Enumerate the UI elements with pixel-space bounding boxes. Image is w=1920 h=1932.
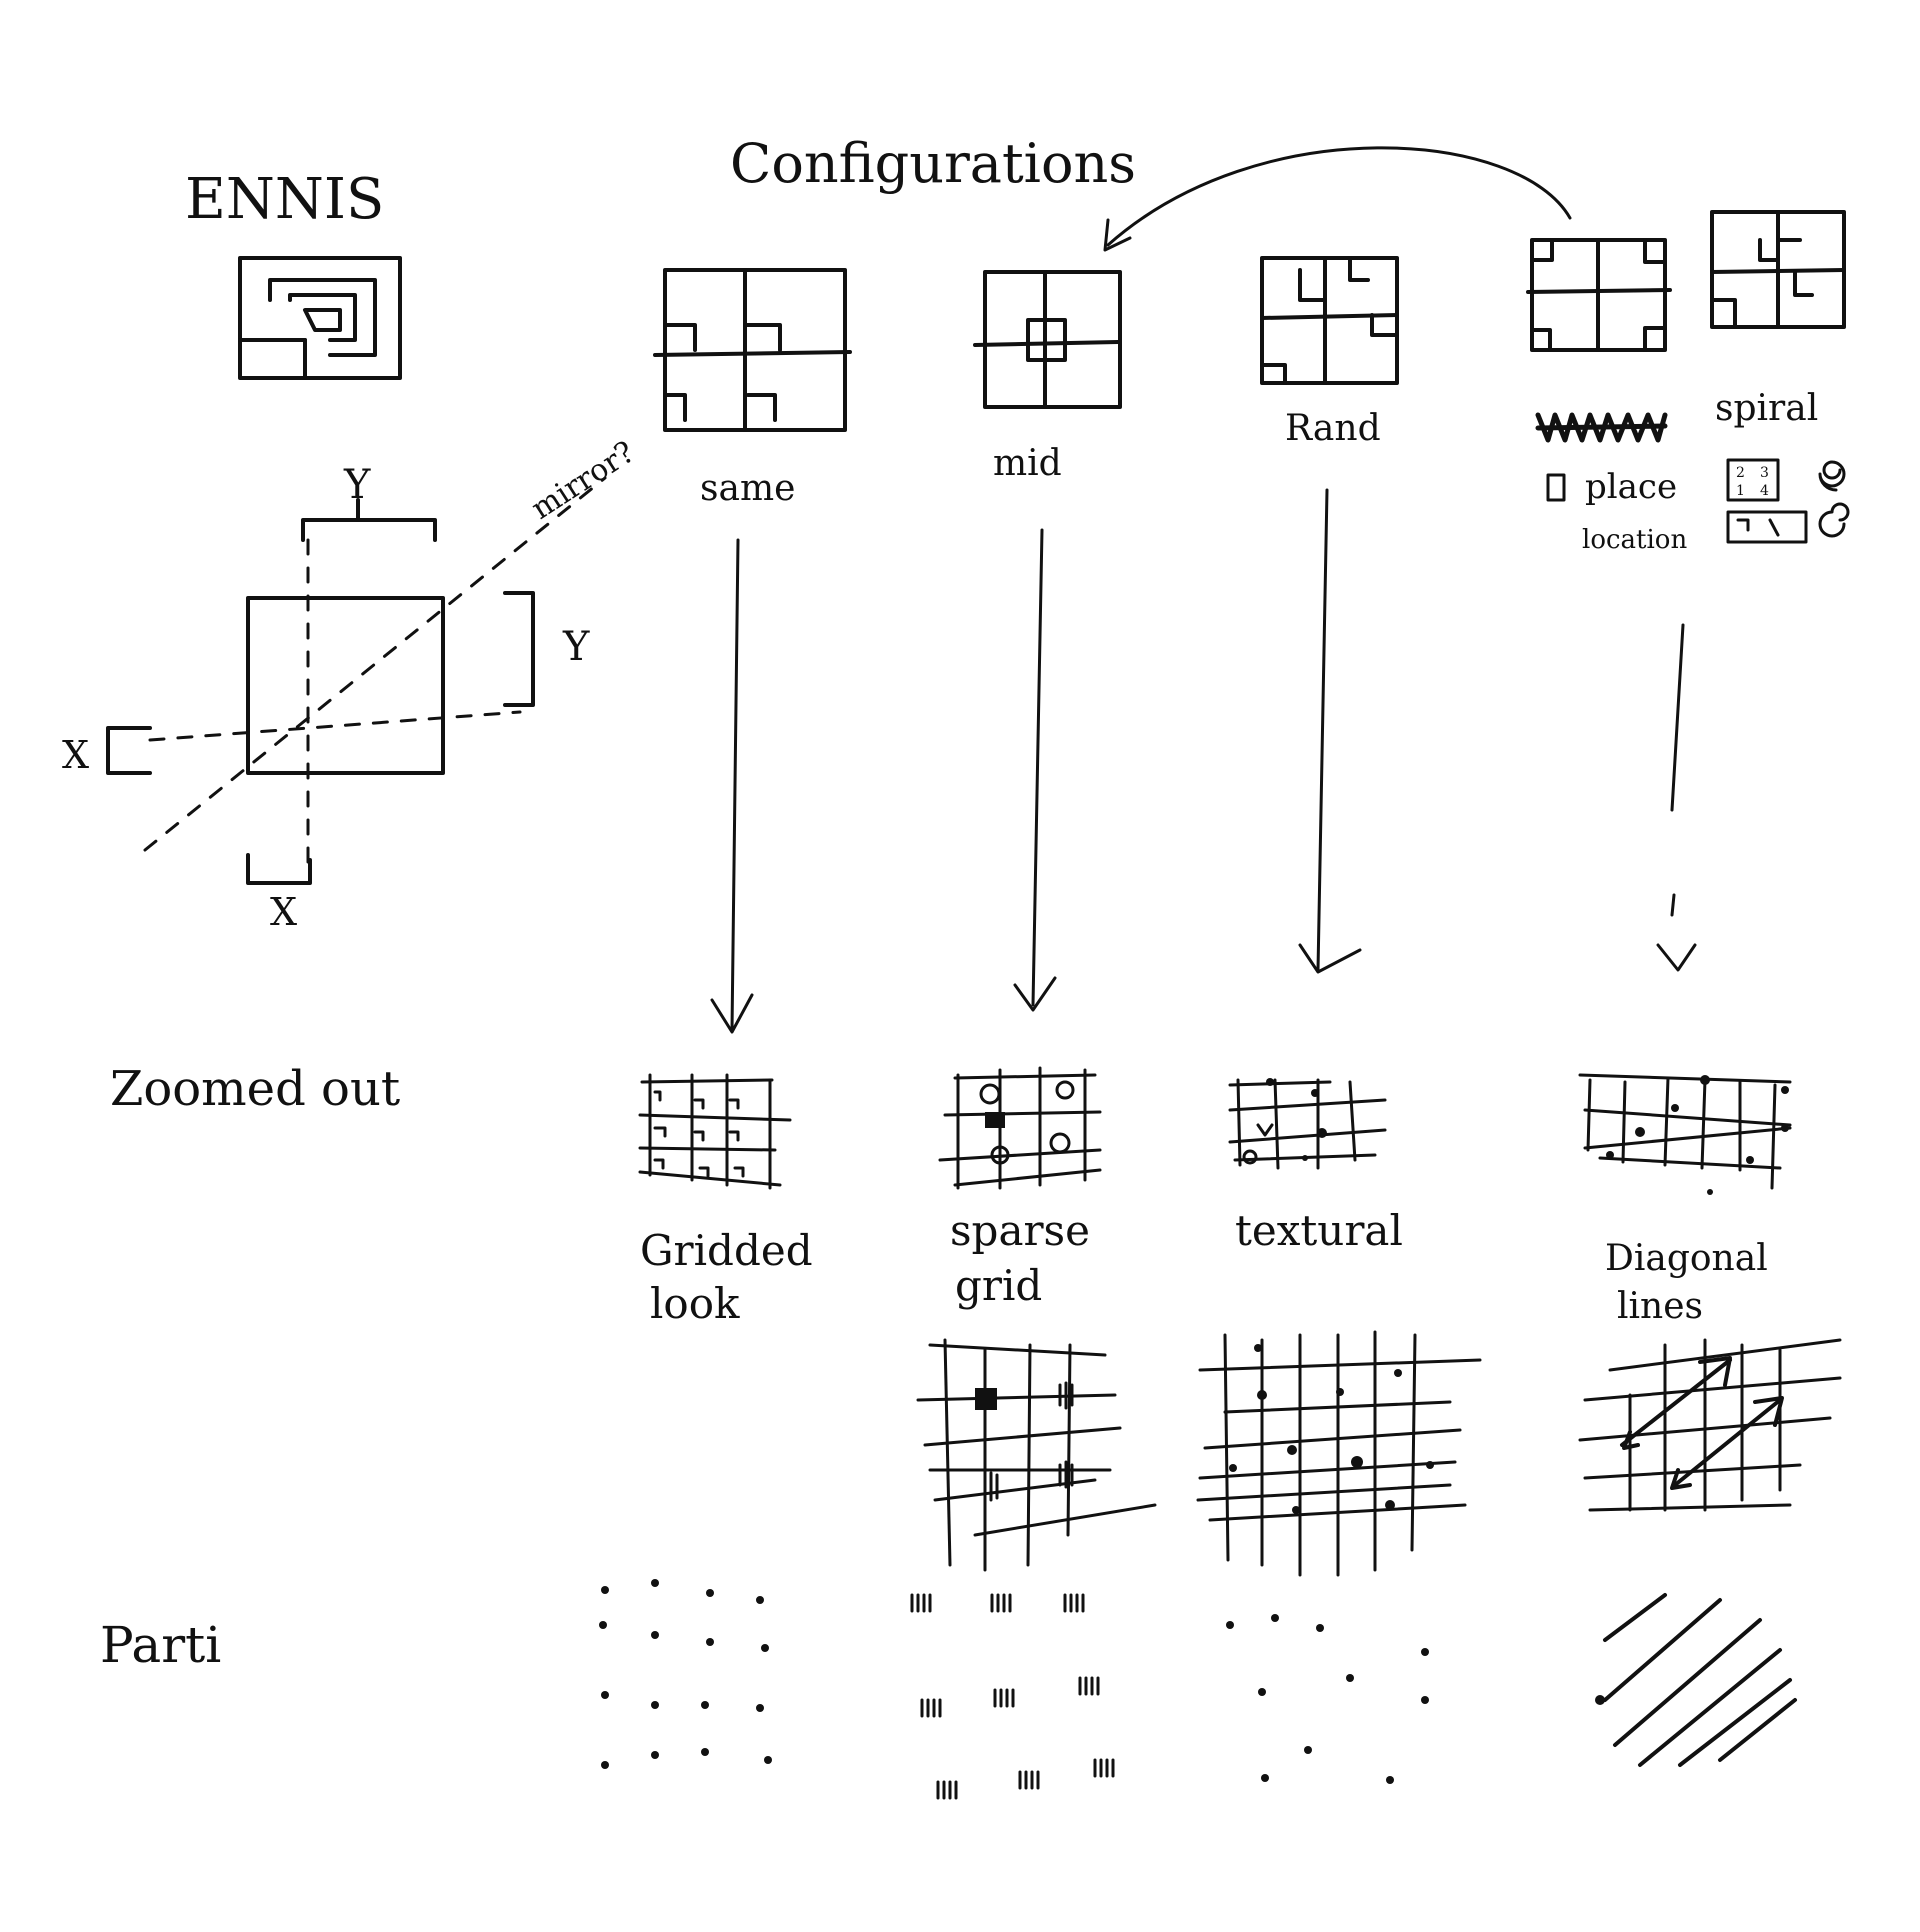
horizontal-dashed-axis: [148, 710, 522, 742]
x-bottom-bracket: [246, 853, 312, 885]
ennis-block-sketch: [238, 256, 402, 380]
parti-dot: [706, 1638, 714, 1646]
curved-arrow-head: [1103, 218, 1132, 252]
place-checkbox: [1546, 473, 1566, 502]
parti-dot: [601, 1761, 609, 1769]
parti-dot: [601, 1691, 609, 1699]
parti-dot: [1261, 1774, 1269, 1782]
y-right-bracket: [503, 591, 535, 707]
y-right-label: Y: [562, 624, 590, 670]
parti-dot: [1316, 1624, 1324, 1632]
parti-gridded-dots: [599, 1579, 772, 1769]
parti-dot: [1271, 1614, 1279, 1622]
zoomed-label-diagonal-1: Diagonal: [1605, 1238, 1768, 1279]
y-top-bracket: [301, 518, 437, 542]
zoomed-label-textural-1: textural: [1235, 1206, 1403, 1255]
svg-text:4: 4: [1760, 483, 1769, 499]
parti-dot: [1346, 1674, 1354, 1682]
diagonal-dashed-axis: [143, 476, 607, 852]
zoomed-label-diagonal-2: lines: [1617, 1286, 1703, 1327]
parti-dot: [1304, 1746, 1312, 1754]
parti-dot: [706, 1589, 714, 1597]
mini-grid-place: 2 3 1 4: [1726, 458, 1780, 502]
config-tile-spiral-a: [1526, 238, 1672, 352]
row-label-zoomed: Zoomed out: [110, 1061, 400, 1117]
parti-textural-dots: [1226, 1614, 1429, 1784]
mini-grid-location: [1726, 510, 1808, 544]
tile-square: [246, 596, 445, 775]
detail-grid-diagonal: [1578, 1338, 1842, 1512]
parti-dot: [701, 1701, 709, 1709]
parti-dot: [701, 1748, 709, 1756]
zoomed-grid-diagonal: [1578, 1073, 1792, 1195]
config-tile-spiral-b: [1710, 210, 1846, 329]
curved-arrow: [1106, 146, 1572, 247]
zoomed-label-sparse-1: sparse: [950, 1206, 1090, 1255]
parti-dot: [601, 1586, 609, 1594]
parti-dot: [651, 1631, 659, 1639]
parti-dot: [756, 1596, 764, 1604]
parti-dot: [599, 1621, 607, 1629]
parti-dot: [1386, 1776, 1394, 1784]
parti-dot: [756, 1704, 764, 1712]
parti-dot: [761, 1644, 769, 1652]
zoomed-grid-sparse: [938, 1066, 1102, 1190]
spiral-label: spiral: [1715, 388, 1818, 429]
parti-dot: [651, 1701, 659, 1709]
place-label: place: [1585, 467, 1677, 507]
zoomed-label-gridded-1: Gridded: [640, 1226, 813, 1275]
mirror-note: mirror?: [525, 435, 641, 527]
zoomed-label-gridded-2: look: [650, 1279, 740, 1328]
parti-diagonal-lines: [1595, 1593, 1797, 1767]
zoomed-label-sparse-2: grid: [955, 1261, 1042, 1310]
x-bottom-label: X: [270, 890, 297, 934]
svg-text:3: 3: [1760, 465, 1769, 481]
parti-dot: [1421, 1696, 1429, 1704]
row-label-parti: Parti: [100, 1616, 221, 1674]
parti-dot: [1258, 1688, 1266, 1696]
config-tile-same: [653, 268, 852, 432]
detail-grid-sparse: [916, 1338, 1157, 1572]
location-label: location: [1582, 525, 1687, 555]
config-label-same: same: [700, 468, 795, 509]
x-left-label: X: [62, 733, 89, 777]
parti-dot: [651, 1579, 659, 1587]
spiral-icon: [1818, 460, 1850, 538]
down-arrows: [710, 488, 1697, 1034]
scribble-mark: [1535, 412, 1668, 443]
parti-dot: [1226, 1621, 1234, 1629]
ennis-title: ENNIS: [185, 167, 384, 232]
parti-sparse-ticks: [910, 1593, 1115, 1800]
y-top-label: Y: [343, 462, 371, 508]
zoomed-grid-gridded: [638, 1073, 792, 1190]
parti-dot: [764, 1756, 772, 1764]
config-tile-rand: [1260, 256, 1399, 385]
config-label-rand: Rand: [1285, 408, 1381, 449]
parti-dot: [1421, 1648, 1429, 1656]
spiral-legend: spiral place location 2 3 1 4: [1535, 388, 1850, 555]
detail-grid-textural: [1196, 1330, 1482, 1577]
config-label-mid: mid: [993, 443, 1062, 484]
configurations-heading: Configurations: [730, 132, 1136, 195]
mirror-diagram: Y Y X X mirror?: [62, 435, 641, 934]
x-left-bracket: [106, 726, 152, 775]
config-tile-mid: [973, 270, 1122, 409]
svg-text:1: 1: [1736, 483, 1745, 499]
parti-dot: [651, 1751, 659, 1759]
zoomed-grid-textural: [1228, 1078, 1387, 1170]
svg-text:2: 2: [1736, 465, 1745, 481]
